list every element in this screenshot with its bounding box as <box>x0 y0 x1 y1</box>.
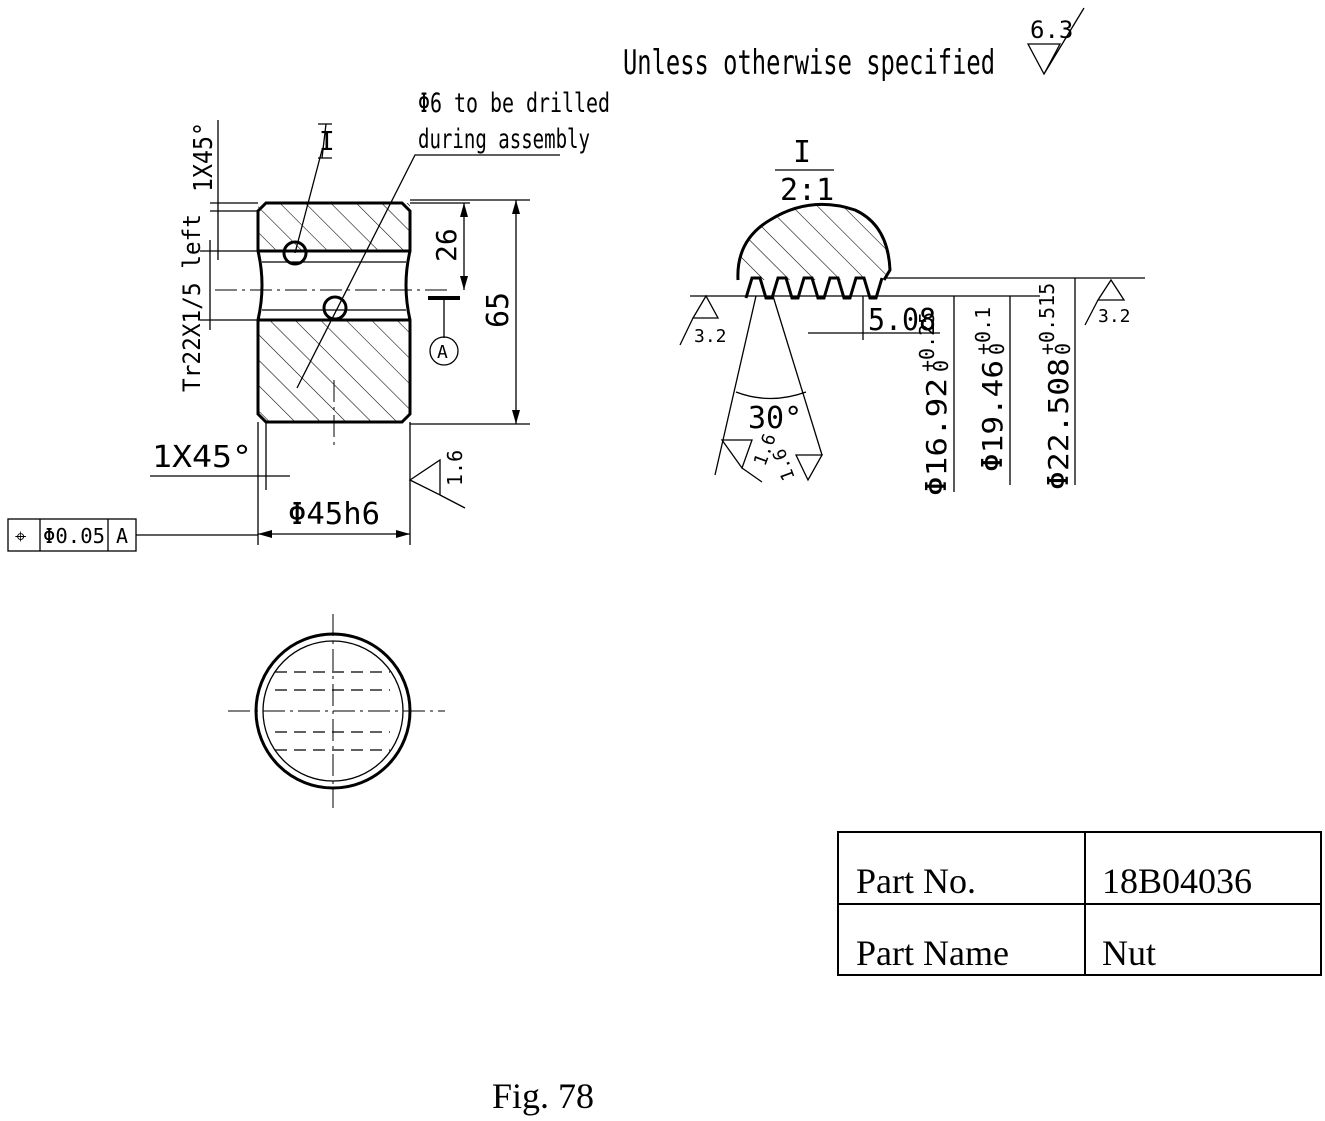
detail-ref-label: I <box>319 127 335 157</box>
hole-note-line1: Φ6 to be drilled <box>418 88 610 119</box>
dim-26-label: 26 <box>430 228 463 262</box>
d2-lower-tol: 0 <box>985 343 1009 355</box>
datum-circle <box>429 336 459 366</box>
roughness-side-value: 1.6 <box>443 450 467 486</box>
position-tolerance-icon: ⌖ <box>15 524 26 548</box>
d2-upper-tol: +0.1 <box>971 307 995 355</box>
d3-lower-tol: 0 <box>1051 343 1075 355</box>
roughness-flank-2-value: 1.6 <box>769 446 800 484</box>
roughness-detail-right-value: 3.2 <box>1098 306 1131 327</box>
datum-label: A <box>437 342 448 363</box>
detail-leader <box>294 149 323 254</box>
roughness-symbol-flank: 1.6 1.6 <box>720 431 824 484</box>
detail-view: I 2:1 3.2 3.2 5.08 30° 1.6 1.6 <box>679 135 1145 496</box>
hole-note-leader <box>296 154 560 389</box>
end-view <box>228 614 445 808</box>
detail-scale: 2:1 <box>780 173 834 208</box>
hole-circle-mid <box>322 295 348 321</box>
roughness-symbol-general: 6.3 <box>1026 7 1085 76</box>
part-name-value: Nut <box>1102 933 1156 973</box>
tolerance-value: Φ0.05 <box>43 524 105 548</box>
hatch-top <box>258 203 410 251</box>
figure-caption: Fig. 78 <box>492 1076 594 1116</box>
chamfer-bottom-label: 1X45° <box>152 440 252 475</box>
dim-65-label: 65 <box>481 292 516 328</box>
diameter-callout-3: Φ22.508 +0.515 0 <box>1035 283 1075 490</box>
part-no-value: 18B04036 <box>1102 861 1252 901</box>
pitch-label: 5.08 <box>868 303 936 338</box>
diameter-callout-1: Φ16.92 +0.25 0 <box>915 312 953 496</box>
part-outline <box>256 201 412 424</box>
roughness-detail-left-value: 3.2 <box>694 326 727 347</box>
title-block: Part No. 18B04036 Part Name Nut <box>837 831 1322 976</box>
hole-circle-top <box>282 240 308 266</box>
d3-upper-tol: +0.515 <box>1035 283 1059 355</box>
angle-label: 30° <box>748 401 802 436</box>
hatch-bottom <box>258 320 410 422</box>
roughness-symbol-detail-left: 3.2 <box>679 294 727 347</box>
diameter-label: Φ45h6 <box>288 497 380 532</box>
roughness-general-value: 6.3 <box>1030 16 1073 44</box>
detail-view-label: I <box>793 135 811 170</box>
diameter-callout-2: Φ19.46 +0.1 0 <box>971 307 1009 472</box>
thread-spec-label: Tr22X1/5 left <box>178 214 206 392</box>
part-name-label: Part Name <box>856 933 1009 973</box>
feature-control-frame: ⌖ Φ0.05 A <box>7 518 258 552</box>
roughness-symbol-detail-right: 3.2 <box>1084 278 1131 327</box>
d3-label: Φ22.508 <box>1042 358 1075 490</box>
d1-label: Φ16.92 <box>920 378 953 496</box>
part-no-label: Part No. <box>856 861 976 901</box>
general-note-text: Unless otherwise specified <box>623 43 995 83</box>
main-section-view: I Φ6 to be drilled during assembly 1X45°… <box>7 88 610 552</box>
hole-note-line2: during assembly <box>418 124 590 155</box>
chamfer-top-label: 1X45° <box>189 122 219 192</box>
tolerance-datum: A <box>116 524 128 548</box>
general-note: Unless otherwise specified 6.3 <box>623 7 1085 83</box>
thread-profile <box>744 276 884 300</box>
d1-lower-tol: 0 <box>929 360 953 372</box>
d2-label: Φ19.46 <box>976 360 1009 472</box>
detail-outline <box>736 202 892 281</box>
roughness-symbol-side: 1.6 <box>408 450 467 509</box>
d1-upper-tol: +0.25 <box>915 312 939 372</box>
